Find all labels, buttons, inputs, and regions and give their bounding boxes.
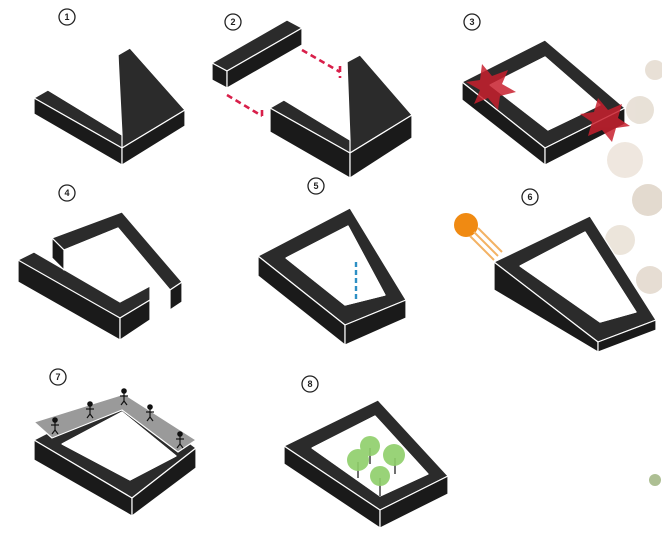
detached-bar-block	[211, 19, 303, 89]
step-number-badge: 4	[58, 184, 76, 202]
step-5: 5	[257, 177, 407, 346]
step-7: 7	[33, 368, 197, 517]
step-1: 1	[33, 8, 186, 166]
step-number-badge: 5	[307, 177, 325, 195]
overlapping-blocks	[17, 211, 183, 341]
sun-icon	[454, 213, 503, 261]
step-number-badge: 3	[463, 13, 481, 31]
step-number: 4	[64, 188, 69, 198]
l-shaped-block	[33, 47, 186, 166]
connector-dashes	[226, 48, 342, 120]
star-burst-icon	[466, 64, 630, 142]
closed-ring-block	[461, 39, 626, 166]
step-number: 1	[64, 12, 69, 22]
roof-terrace-block	[33, 393, 197, 517]
step-8: 8	[283, 375, 449, 529]
background-tree	[605, 60, 662, 486]
tree-icon	[347, 436, 405, 496]
step-number: 2	[230, 17, 235, 27]
step-number-badge: 6	[521, 188, 539, 206]
step-number-badge: 1	[58, 8, 76, 26]
step-number: 8	[307, 379, 312, 389]
step-number-badge: 2	[224, 13, 242, 31]
step-number: 6	[527, 192, 532, 202]
sloped-ring-block	[493, 215, 657, 353]
trapezoid-ring-block	[257, 207, 407, 346]
step-2: 2	[211, 13, 413, 179]
step-number: 3	[469, 17, 474, 27]
person-icon	[51, 388, 184, 449]
step-4: 4	[17, 184, 183, 341]
step-number: 7	[55, 372, 60, 382]
step-number: 5	[313, 181, 318, 191]
step-6: 6	[454, 188, 657, 353]
step-3: 3	[461, 13, 630, 166]
step-number-badge: 7	[49, 368, 67, 386]
step-number-badge: 8	[301, 375, 319, 393]
base-l-block	[269, 54, 413, 179]
